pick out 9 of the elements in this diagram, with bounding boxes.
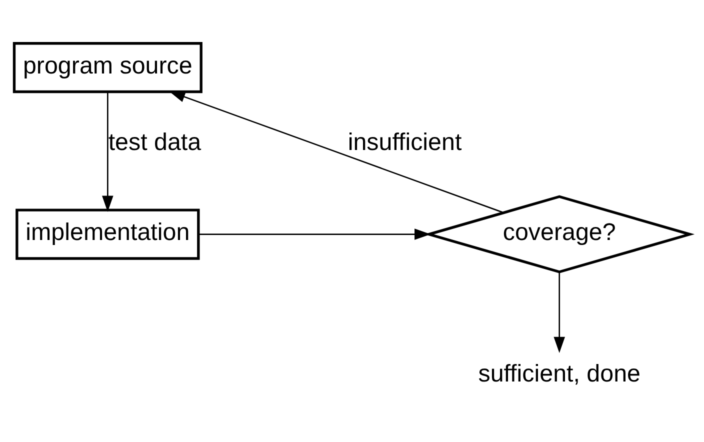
node-box: program source — [12, 42, 202, 93]
arrow — [102, 92, 114, 212]
arrow — [554, 272, 566, 352]
arrow — [169, 90, 504, 213]
node-text: sufficient, done — [478, 360, 640, 387]
edge-label: insufficient — [348, 128, 462, 156]
edge-label: test data — [108, 128, 202, 156]
arrow — [198, 228, 431, 240]
node-box: implementation — [16, 208, 200, 260]
